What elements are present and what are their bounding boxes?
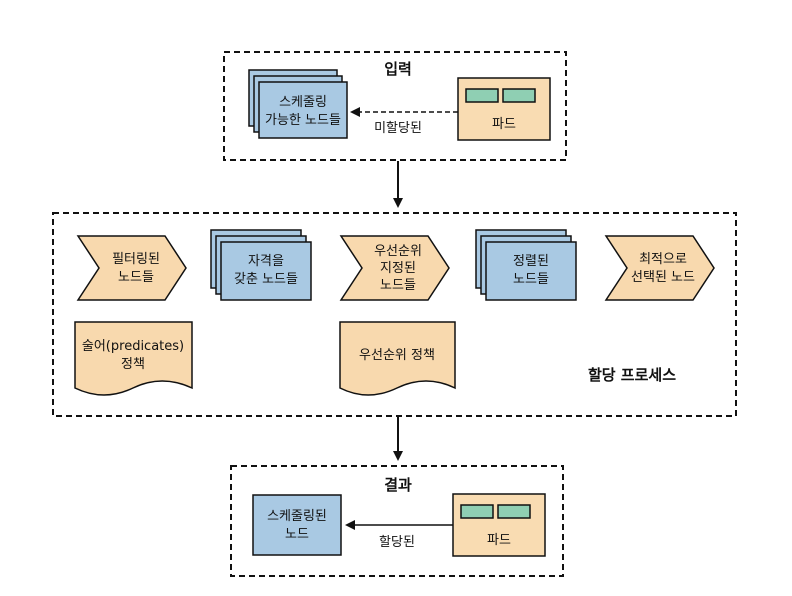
qualified-nodes-label-2: 갖춘 노드들 <box>234 272 298 287</box>
input-pod-label: 파드 <box>492 117 516 132</box>
result-title: 결과 <box>384 476 412 494</box>
best-node-label-2: 선택된 노드 <box>631 270 695 285</box>
schedulable-nodes-label-1: 스케줄링 <box>279 95 327 110</box>
input-group-border <box>223 51 567 161</box>
filtered-nodes-label-1: 필터링된 <box>112 252 160 267</box>
predicates-label-2: 정책 <box>121 357 145 372</box>
scheduled-node-label-2: 노드 <box>285 527 309 542</box>
input-pod: 파드 <box>457 77 551 141</box>
scheduled-node: 스케줄링된 노드 <box>252 494 342 556</box>
filtered-nodes-chevron: 필터링된 노드들 <box>76 235 187 301</box>
assigned-edge-label: 할당된 <box>379 535 415 550</box>
prioritized-nodes-chevron: 우선순위 지정된 노드들 <box>339 235 450 301</box>
input-group: 입력 스케줄링 가능한 노드들 미할당된 파드 <box>223 51 567 161</box>
result-pod-label: 파드 <box>487 533 511 548</box>
best-node-chevron: 최적으로 선택된 노드 <box>604 235 715 301</box>
schedulable-nodes-label-2: 가능한 노드들 <box>265 113 341 128</box>
prioritized-nodes-label-1: 우선순위 <box>374 244 422 259</box>
qualified-nodes-label-1: 자격을 <box>248 254 284 269</box>
result-group-border <box>230 465 564 577</box>
result-pod: 파드 <box>452 493 546 557</box>
qualified-nodes-stack: 자격을 갖춘 노드들 <box>210 229 312 301</box>
process-group-border <box>52 212 737 417</box>
priority-policy-label: 우선순위 정책 <box>359 348 435 363</box>
predicates-policy-document: 술어(predicates) 정책 <box>74 321 193 396</box>
filtered-nodes-label-2: 노드들 <box>118 270 154 285</box>
scheduled-node-label-1: 스케줄링된 <box>267 509 327 524</box>
process-group: 필터링된 노드들 자격을 갖춘 노드들 우선순위 지정된 노드들 정렬된 노드들 <box>52 212 737 417</box>
sorted-nodes-label-1: 정렬된 <box>513 254 549 269</box>
unassigned-edge-label: 미할당된 <box>374 121 422 136</box>
sorted-nodes-stack: 정렬된 노드들 <box>475 229 577 301</box>
prioritized-nodes-label-2: 지정된 <box>380 261 416 276</box>
input-title: 입력 <box>384 60 412 78</box>
pod-slot-icon <box>502 88 536 103</box>
pod-slot-icon <box>497 504 531 519</box>
result-group: 결과 스케줄링된 노드 할당된 파드 <box>230 465 564 577</box>
prioritized-nodes-label-3: 노드들 <box>380 278 416 293</box>
best-node-label-1: 최적으로 <box>639 252 687 267</box>
predicates-label-1: 술어(predicates) <box>82 339 184 354</box>
sorted-nodes-label-2: 노드들 <box>513 272 549 287</box>
pod-slot-icon <box>465 88 499 103</box>
pod-slot-icon <box>460 504 494 519</box>
schedulable-nodes-stack: 스케줄링 가능한 노드들 <box>248 69 348 139</box>
priority-policy-document: 우선순위 정책 <box>339 321 456 396</box>
process-title: 할당 프로세스 <box>588 366 676 384</box>
